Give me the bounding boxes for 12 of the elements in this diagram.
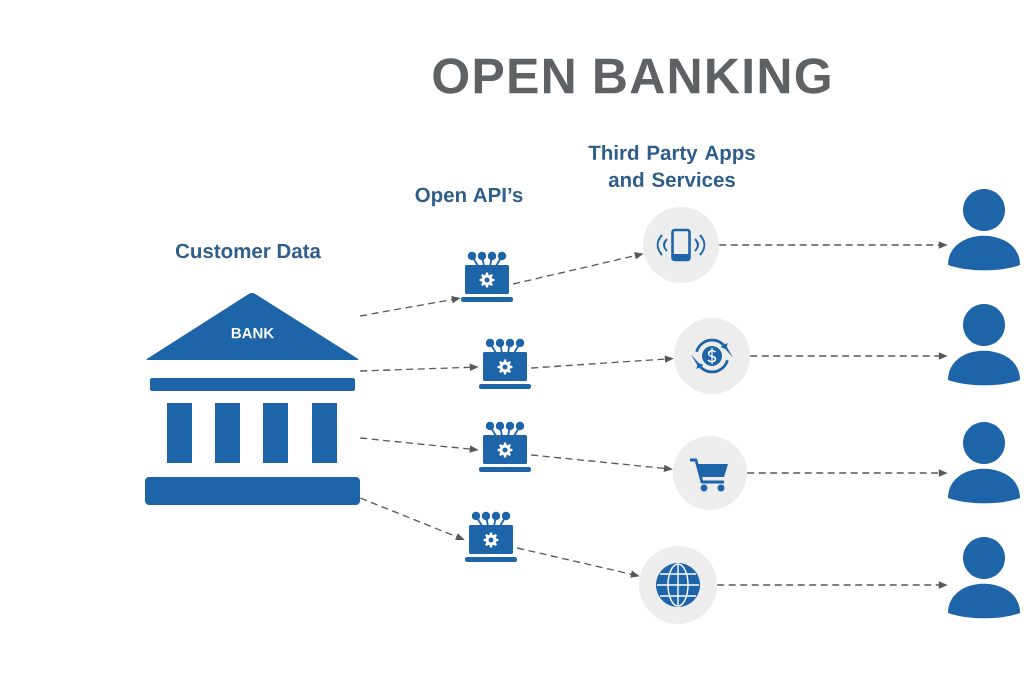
laptop-gear-icon (479, 338, 531, 389)
column-heading: Third Party Apps and Services (588, 145, 755, 188)
person-icon (948, 537, 1020, 619)
person-icon (948, 189, 1020, 271)
laptop-gear-icon (461, 251, 513, 302)
laptop-gear-icon (479, 421, 531, 472)
column-heading: Open API’s (415, 187, 523, 207)
column-heading: Customer Data (175, 243, 321, 259)
person-icon (948, 304, 1020, 386)
person-icon (948, 422, 1020, 504)
title: OPEN BANKING (433, 58, 830, 94)
laptop-gear-icon (465, 511, 517, 562)
